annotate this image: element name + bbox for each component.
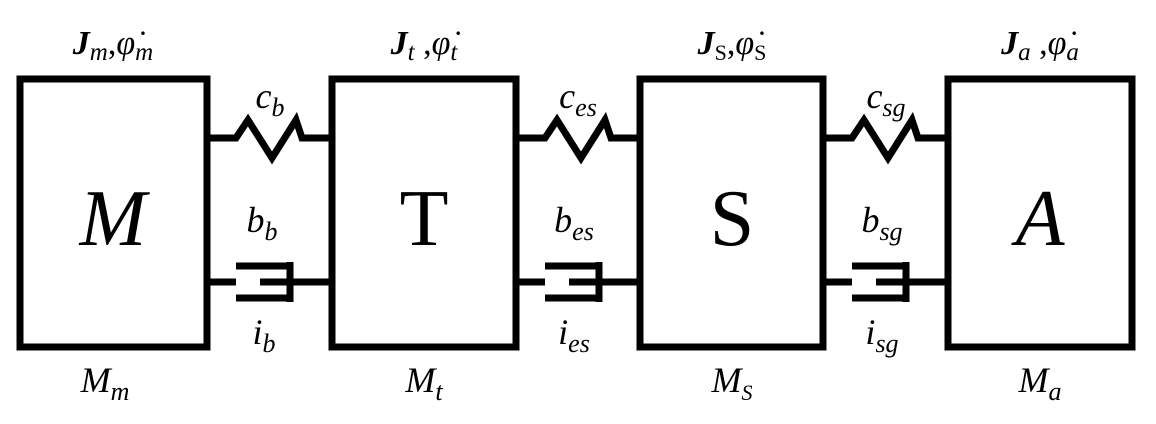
mass-box-s — [636, 75, 827, 351]
link-1 — [207, 111, 332, 302]
spring-label-1: cb — [256, 76, 285, 122]
bottom-label-m: Mm — [80, 360, 130, 406]
spring-label-2: ces — [559, 76, 597, 122]
damper-label-3: bsg — [861, 200, 902, 246]
damper-label-2: bes — [554, 200, 594, 246]
spring-3 — [823, 111, 948, 165]
damper-label-1: bb — [247, 200, 278, 246]
ratio-label-2: ies — [558, 312, 590, 358]
damper-3 — [823, 262, 948, 302]
mass-label-t: T — [400, 175, 449, 263]
bottom-label-a: Ma — [1018, 360, 1062, 406]
top-label-a: Ja ,φ̇a — [1000, 25, 1079, 66]
damper-1 — [207, 262, 332, 302]
spring-2 — [516, 111, 640, 165]
damper-2 — [516, 262, 640, 302]
mass-label-a: A — [1011, 175, 1066, 263]
mass-label-m: M — [79, 175, 151, 263]
mass-box-a — [944, 75, 1136, 351]
ratio-label-1: ib — [252, 312, 275, 358]
ratio-label-3: isg — [865, 312, 898, 358]
spring-label-3: csg — [866, 76, 905, 122]
bottom-label-s: MS — [711, 360, 753, 405]
link-3 — [823, 111, 948, 302]
top-label-s: JS,φ̇S — [697, 25, 767, 65]
top-label-t: Jt ,φ̇t — [390, 25, 461, 66]
bottom-label-t: Mt — [404, 360, 443, 406]
mass-box-t — [328, 75, 520, 351]
mass-box-m — [16, 75, 211, 351]
mass-label-s: S — [710, 175, 755, 263]
top-label-m: Jm,φ̇m — [72, 25, 153, 66]
link-2 — [516, 111, 640, 302]
spring-1 — [207, 111, 332, 165]
